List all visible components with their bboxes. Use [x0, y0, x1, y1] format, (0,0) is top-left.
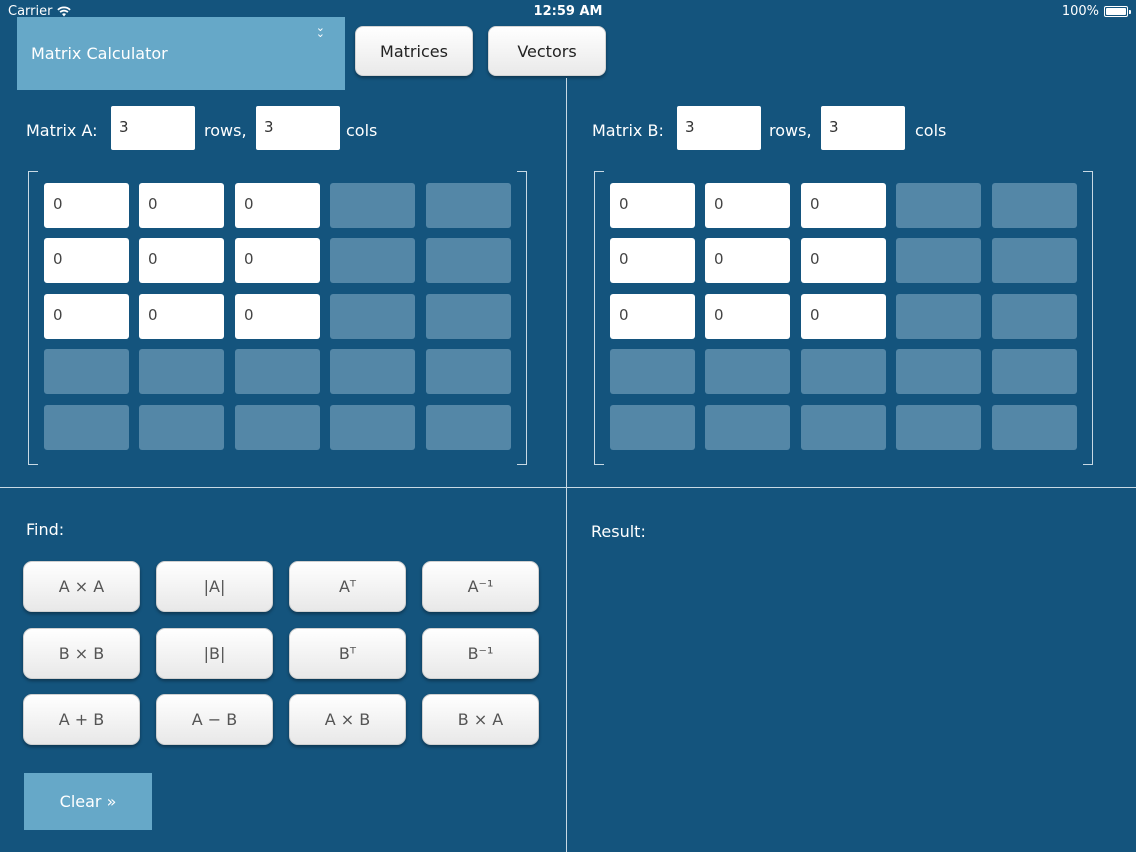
matrix-a-rows-label: rows,: [204, 121, 247, 140]
matrix-a-cell-1-0[interactable]: 0: [44, 238, 129, 283]
op-det-a-button[interactable]: |A|: [156, 561, 273, 612]
op-inverse-a-button[interactable]: A⁻¹: [422, 561, 539, 612]
matrix-b-cell-disabled: [705, 349, 790, 394]
matrix-b-cell-disabled: [705, 405, 790, 450]
op-det-b-button[interactable]: |B|: [156, 628, 273, 679]
matrix-b-cell-0-2[interactable]: 0: [801, 183, 886, 228]
matrix-a-cell-disabled: [44, 349, 129, 394]
matrix-a-cell-disabled: [426, 183, 511, 228]
matrix-b-cell-0-0[interactable]: 0: [610, 183, 695, 228]
matrix-b-cell-disabled: [992, 183, 1077, 228]
op-transpose-b-button[interactable]: Bᵀ: [289, 628, 406, 679]
matrix-a-cell-0-0[interactable]: 0: [44, 183, 129, 228]
matrix-a-cell-disabled: [426, 405, 511, 450]
matrix-a-rows-input[interactable]: 3: [111, 106, 195, 150]
matrix-a-cell-disabled: [44, 405, 129, 450]
matrix-a-cell-disabled: [330, 349, 415, 394]
matrix-a-left-bracket: [28, 171, 38, 465]
op-transpose-a-button[interactable]: Aᵀ: [289, 561, 406, 612]
matrix-b-cell-0-1[interactable]: 0: [705, 183, 790, 228]
matrix-a-label: Matrix A:: [26, 121, 98, 140]
result-label: Result:: [591, 522, 646, 541]
matrix-b-cell-1-0[interactable]: 0: [610, 238, 695, 283]
matrix-b-cell-disabled: [992, 405, 1077, 450]
result-area: [590, 555, 1110, 835]
matrix-a-grid: 0 0 0 0 0 0 0 0 0: [44, 183, 511, 450]
matrix-b-cell-disabled: [896, 405, 981, 450]
matrix-a-cell-disabled: [426, 238, 511, 283]
matrix-a-cell-disabled: [426, 349, 511, 394]
matrix-a-right-bracket: [517, 171, 527, 465]
matrix-b-cell-disabled: [992, 294, 1077, 339]
matrix-a-cols-label: cols: [346, 121, 378, 140]
matrix-a-cell-disabled: [235, 349, 320, 394]
find-label: Find:: [26, 520, 65, 539]
status-time: 12:59 AM: [533, 4, 603, 19]
matrix-b-cell-1-2[interactable]: 0: [801, 238, 886, 283]
tab-vectors[interactable]: Vectors: [488, 26, 606, 76]
matrix-b-rows-input[interactable]: 3: [677, 106, 761, 150]
matrix-b-cols-input[interactable]: 3: [821, 106, 905, 150]
matrix-b-cell-disabled: [801, 349, 886, 394]
matrix-b-label: Matrix B:: [592, 121, 664, 140]
matrix-b-grid: 0 0 0 0 0 0 0 0 0: [610, 183, 1077, 450]
op-inverse-b-button[interactable]: B⁻¹: [422, 628, 539, 679]
matrix-a-cell-disabled: [330, 294, 415, 339]
matrix-b-cell-disabled: [992, 349, 1077, 394]
horizontal-divider: [0, 487, 1136, 488]
matrix-a-cell-disabled: [139, 405, 224, 450]
battery-icon: [1104, 6, 1131, 17]
matrix-b-cell-1-1[interactable]: 0: [705, 238, 790, 283]
matrix-b-cols-label: cols: [915, 121, 947, 140]
op-b-times-b-button[interactable]: B × B: [23, 628, 140, 679]
op-a-times-b-button[interactable]: A × B: [289, 694, 406, 745]
matrix-b-cell-disabled: [610, 349, 695, 394]
matrix-a-cell-disabled: [426, 294, 511, 339]
matrix-a-cell-1-2[interactable]: 0: [235, 238, 320, 283]
status-right: 100%: [1061, 4, 1131, 19]
status-left: Carrier: [8, 4, 72, 19]
matrix-b-cell-disabled: [896, 238, 981, 283]
op-a-minus-b-button[interactable]: A − B: [156, 694, 273, 745]
matrix-a-cell-1-1[interactable]: 0: [139, 238, 224, 283]
matrix-a-cell-disabled: [330, 238, 415, 283]
matrix-b-cell-disabled: [896, 349, 981, 394]
matrix-a-cell-0-1[interactable]: 0: [139, 183, 224, 228]
matrix-b-cell-2-1[interactable]: 0: [705, 294, 790, 339]
wifi-icon: [57, 6, 72, 17]
matrix-a-cell-2-1[interactable]: 0: [139, 294, 224, 339]
matrix-b-left-bracket: [594, 171, 604, 465]
op-a-times-a-button[interactable]: A × A: [23, 561, 140, 612]
matrix-a-cell-2-0[interactable]: 0: [44, 294, 129, 339]
matrix-b-cell-disabled: [801, 405, 886, 450]
carrier-label: Carrier: [8, 4, 53, 19]
matrix-a-cell-disabled: [139, 349, 224, 394]
status-bar: Carrier 12:59 AM 100%: [0, 0, 1136, 22]
vertical-divider: [566, 78, 567, 852]
matrix-b-cell-disabled: [896, 294, 981, 339]
matrix-a-cell-disabled: [235, 405, 320, 450]
matrix-b-rows-label: rows,: [769, 121, 812, 140]
clear-button[interactable]: Clear »: [24, 773, 152, 830]
app-menu-dropdown[interactable]: Matrix Calculator ⌄⌄: [17, 17, 345, 90]
matrix-b-cell-disabled: [992, 238, 1077, 283]
matrix-b-right-bracket: [1083, 171, 1093, 465]
tab-matrices[interactable]: Matrices: [355, 26, 473, 76]
matrix-b-cell-2-0[interactable]: 0: [610, 294, 695, 339]
op-a-plus-b-button[interactable]: A + B: [23, 694, 140, 745]
matrix-a-cell-2-2[interactable]: 0: [235, 294, 320, 339]
double-chevron-down-icon: ⌄⌄: [315, 21, 325, 40]
matrix-a-cell-disabled: [330, 405, 415, 450]
matrix-b-cell-disabled: [610, 405, 695, 450]
matrix-a-cell-0-2[interactable]: 0: [235, 183, 320, 228]
op-b-times-a-button[interactable]: B × A: [422, 694, 539, 745]
matrix-a-cell-disabled: [330, 183, 415, 228]
matrix-b-cell-disabled: [896, 183, 981, 228]
battery-percent: 100%: [1061, 4, 1099, 19]
matrix-b-cell-2-2[interactable]: 0: [801, 294, 886, 339]
app-title: Matrix Calculator: [31, 44, 168, 63]
matrix-a-cols-input[interactable]: 3: [256, 106, 340, 150]
